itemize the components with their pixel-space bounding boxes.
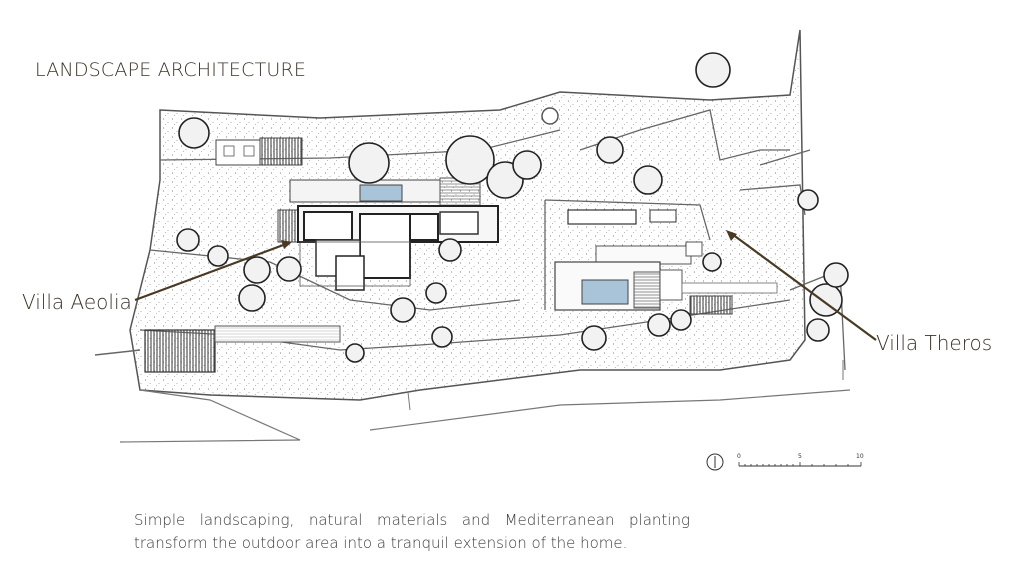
leader-arrows: [134, 230, 877, 341]
page-title: LANDSCAPE ARCHITECTURE: [35, 59, 307, 81]
villa-aeolia-plan: [277, 177, 499, 291]
villa-theros-plan: [554, 209, 778, 315]
arrow-head-villa-aeolia: [281, 240, 292, 249]
scale-tick-5: 5: [798, 453, 802, 460]
outbuilding-south: [144, 325, 341, 373]
north-arrow-icon: [706, 453, 724, 471]
trees: [176, 52, 849, 363]
scale-tick-0: 0: [737, 453, 741, 460]
arrow-villa-theros: [731, 233, 877, 341]
caption-text: Simple landscaping, natural materials an…: [134, 511, 690, 552]
scale-bar: 0 5 10: [737, 453, 864, 467]
arrow-villa-aeolia: [134, 242, 287, 302]
scale-tick-10: 10: [856, 453, 864, 460]
label-villa-theros: Villa Theros: [876, 331, 993, 355]
label-villa-aeolia: Villa Aeolia: [22, 290, 132, 314]
outbuilding-north: [215, 137, 303, 166]
arrow-head-villa-theros: [726, 230, 737, 241]
